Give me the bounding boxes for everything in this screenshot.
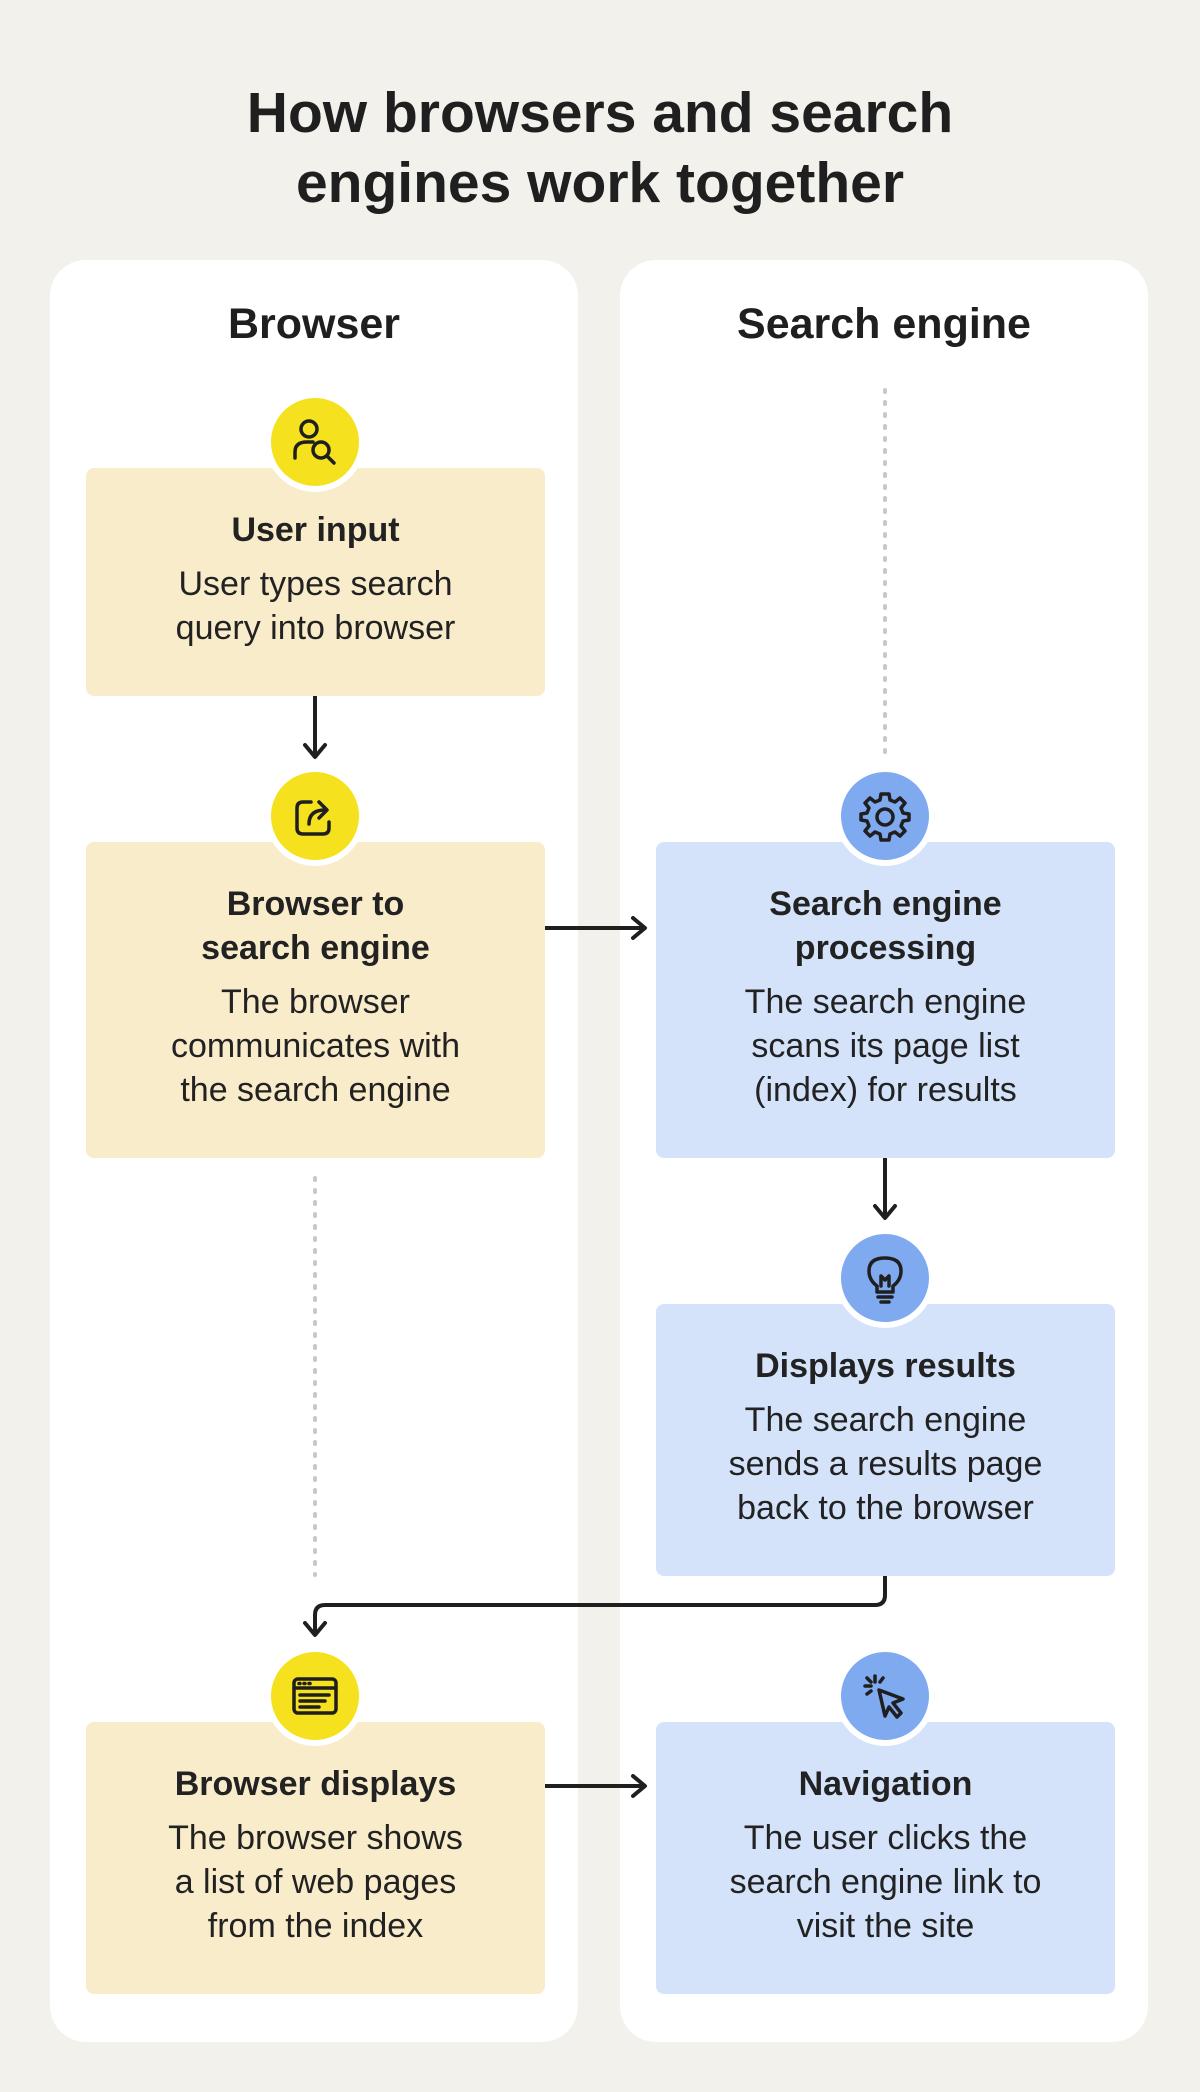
step-description: The search engine scans its page list (i… (744, 983, 1027, 1109)
step-description: The browser communicates with the search… (170, 983, 461, 1109)
arrow-input-to-browser (303, 683, 327, 759)
title-line-2: engines work together (295, 151, 905, 215)
search-engine-column-header: Search engine (737, 300, 1031, 348)
cursor-click-icon (835, 1646, 935, 1746)
arrow-browser-to-engine (532, 916, 647, 940)
step-card-browser-displays: Browser displays The browser shows a lis… (86, 1722, 545, 1994)
page-title: How browsers and search engines work tog… (0, 78, 1200, 218)
step-description: The search engine sends a results page b… (728, 1401, 1043, 1527)
arrow-results-to-browser (303, 1558, 887, 1637)
title-line-1: How browsers and search (246, 81, 954, 145)
step-description: The browser shows a list of web pages fr… (168, 1819, 463, 1945)
step-description: The user clicks the search engine link t… (729, 1819, 1042, 1945)
step-card-displays-results: Displays results The search engine sends… (656, 1304, 1115, 1576)
step-title: User input (231, 511, 400, 549)
step-title: Navigation (798, 1765, 973, 1803)
share-arrow-icon (265, 766, 365, 866)
step-title: Browser displays (174, 1765, 457, 1803)
gear-icon (835, 766, 935, 866)
step-title: Displays results (755, 1347, 1016, 1385)
browser-window-icon (265, 1646, 365, 1746)
user-search-icon (265, 392, 365, 492)
step-card-browser-to-engine: Browser to search engine The browser com… (86, 842, 545, 1158)
step-card-user-input: User input User types search query into … (86, 468, 545, 696)
step-card-engine-processing: Search engine processing The search engi… (656, 842, 1115, 1158)
step-description: User types search query into browser (175, 565, 456, 647)
arrow-browser-to-navigation (532, 1774, 647, 1798)
step-title: Browser to search engine (201, 885, 430, 967)
browser-column-header: Browser (227, 300, 401, 348)
lightbulb-icon (835, 1228, 935, 1328)
step-title: Search engine processing (769, 885, 1002, 967)
step-card-navigation: Navigation The user clicks the search en… (656, 1722, 1115, 1994)
